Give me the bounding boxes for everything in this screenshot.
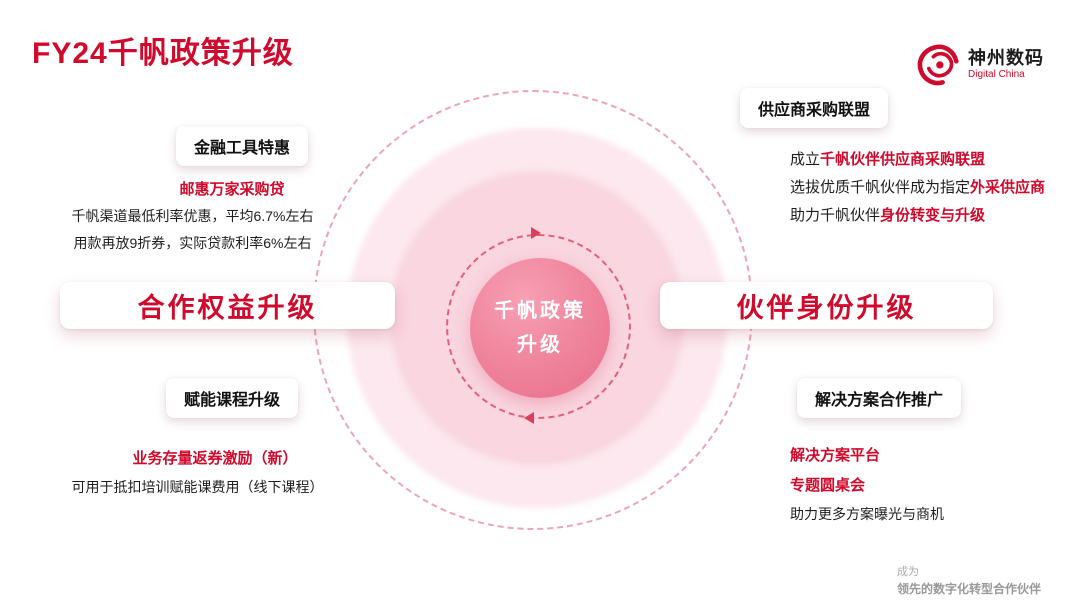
footer-line-2: 领先的数字化转型合作伙伴 [897, 581, 1042, 596]
page-title: FY24千帆政策升级 [32, 37, 294, 70]
footer-line-1: 成为 [897, 566, 919, 578]
brand-logo: 神州数码 Digital China [916, 42, 1044, 86]
solution-highlight-1: 解决方案平台 [790, 447, 881, 464]
footer-slogan: 成为 领先的数字化转型合作伙伴 [897, 565, 1041, 598]
course-detail-line: 可用于抵扣培训赋能课费用（线下课程） [71, 479, 324, 495]
center-circle-line2: 升级 [517, 334, 563, 356]
right-main-label: 伙伴身份升级 [660, 282, 993, 329]
finance-header-box: 金融工具特惠 [176, 126, 309, 166]
solution-header-box: 解决方案合作推广 [797, 378, 962, 418]
supplier-line-1-black: 成立 [790, 151, 821, 168]
supplier-line-2-black: 选拔优质千帆伙伴成为指定 [790, 179, 971, 196]
finance-detail-line2: 用款再放9折券，实际贷款利率6%左右 [73, 235, 312, 251]
finance-detail-line1: 千帆渠道最低利率优惠，平均6.7%左右 [71, 208, 314, 224]
logo-text: 神州数码 Digital China [968, 48, 1044, 80]
supplier-line-2-red: 外采供应商 [970, 179, 1046, 196]
clockwise-arrow-top-icon [531, 227, 541, 239]
center-circle: 千帆政策 升级 [470, 258, 610, 398]
logo-name-en: Digital China [968, 68, 1025, 80]
supplier-line-1: 成立千帆伙伴供应商采购联盟 [790, 148, 985, 169]
course-header-box: 赋能课程升级 [166, 378, 299, 418]
solution-detail-line: 助力更多方案曝光与商机 [790, 506, 944, 522]
supplier-line-3-black: 助力千帆伙伴 [790, 207, 881, 224]
course-highlight: 业务存量返券激励（新） [132, 450, 298, 467]
clockwise-arrow-bottom-icon [524, 412, 534, 424]
supplier-line-3: 助力千帆伙伴身份转变与升级 [790, 204, 985, 225]
supplier-line-3-red: 身份转变与升级 [880, 207, 986, 224]
supplier-header-box: 供应商采购联盟 [740, 88, 889, 128]
logo-name-cn: 神州数码 [968, 47, 1044, 68]
finance-highlight: 邮惠万家采购贷 [179, 181, 285, 198]
left-main-label: 合作权益升级 [60, 282, 395, 329]
center-circle-line1: 千帆政策 [494, 300, 586, 322]
supplier-line-1-red: 千帆伙伴供应商采购联盟 [820, 151, 986, 168]
solution-highlight-2: 专题圆桌会 [790, 477, 866, 494]
digital-china-swirl-icon [917, 44, 959, 86]
supplier-line-2: 选拔优质千帆伙伴成为指定外采供应商 [790, 176, 1045, 197]
